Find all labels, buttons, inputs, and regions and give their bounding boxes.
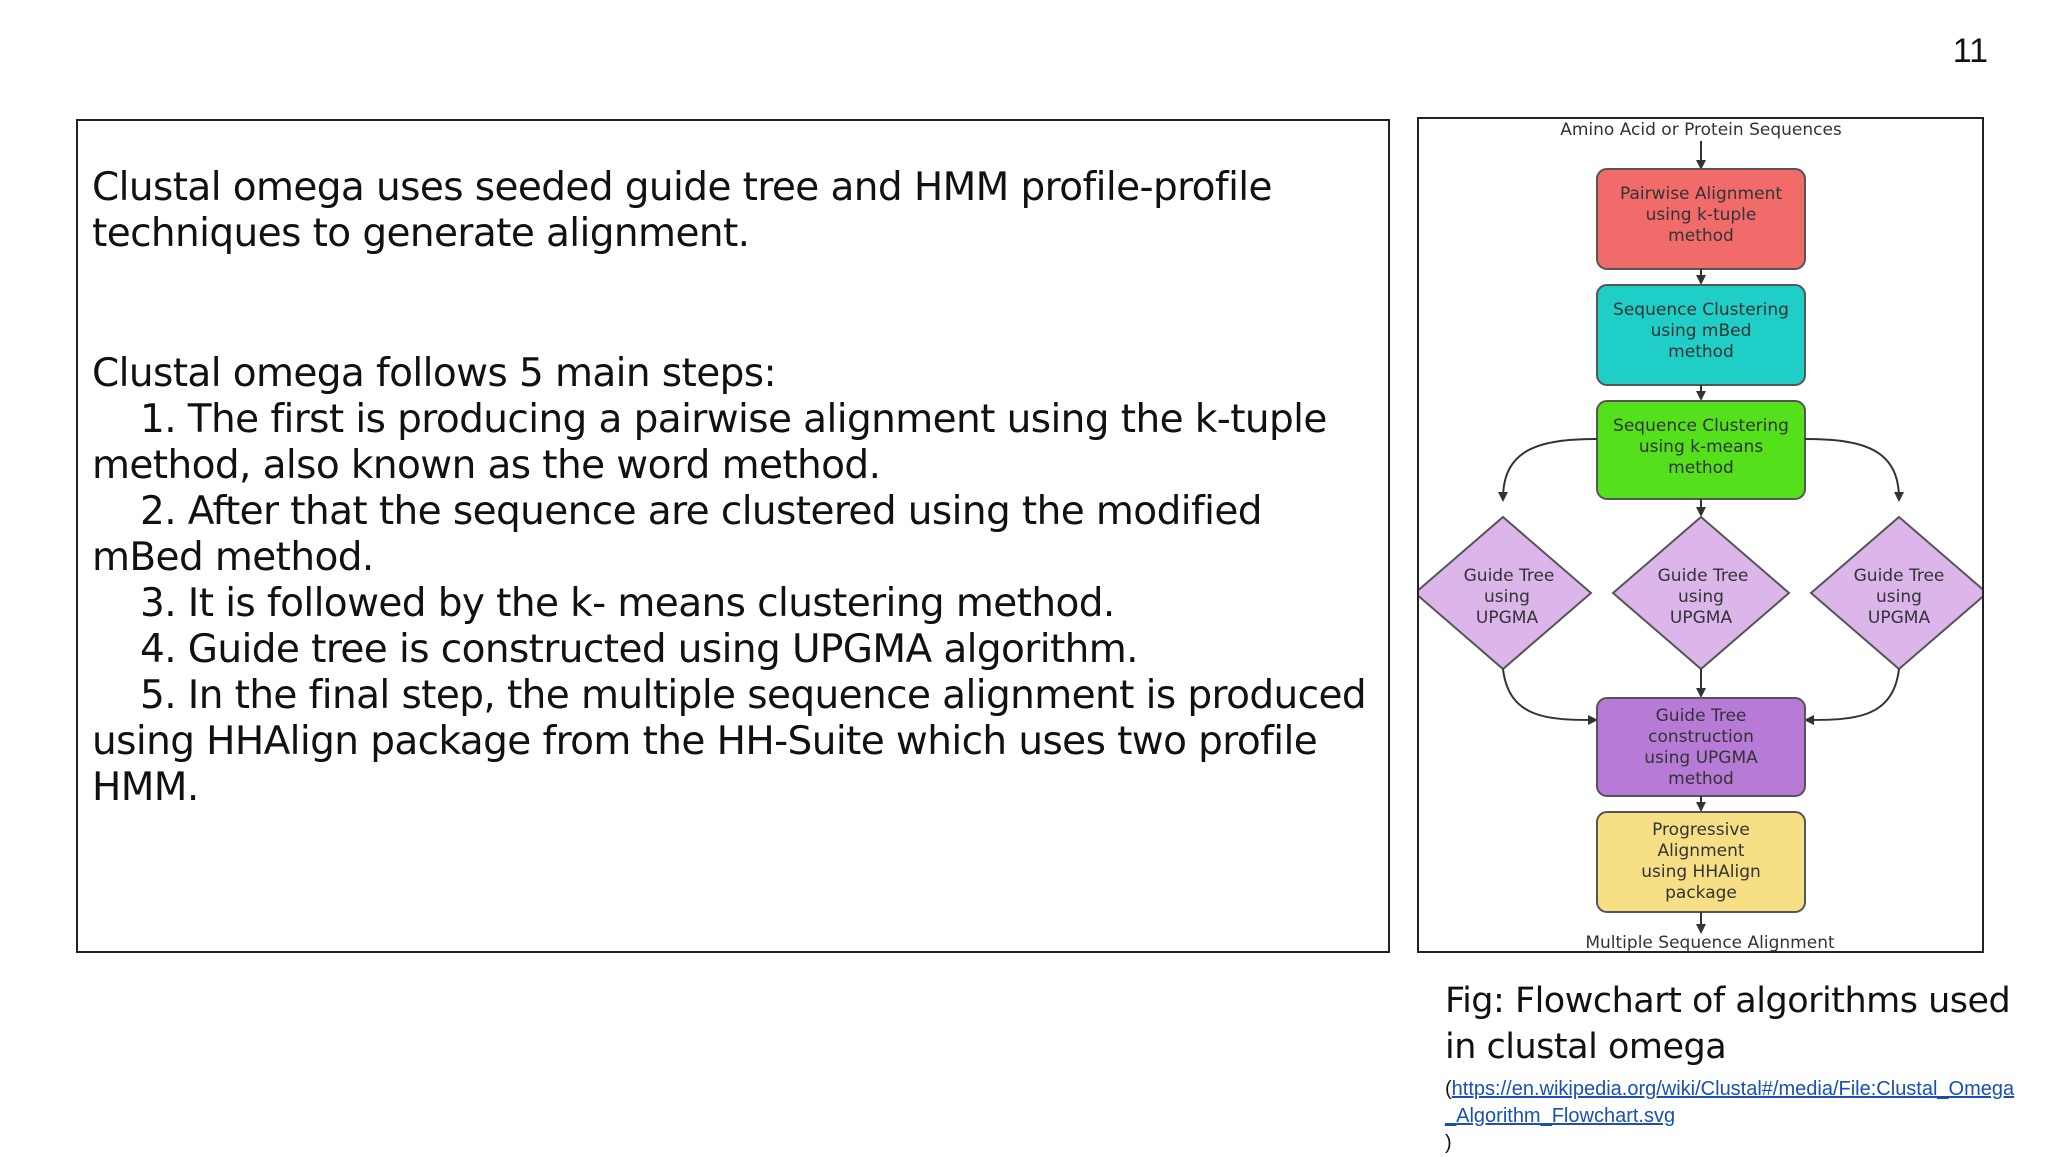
diamond-middle-line-3: UPGMA (1670, 608, 1733, 628)
progressive-line-4: package (1665, 883, 1737, 903)
progressive-line-2: Alignment (1657, 841, 1744, 861)
step-4: 4. Guide tree is constructed using UPGMA… (140, 627, 1139, 672)
diamond-left-line-3: UPGMA (1476, 608, 1539, 628)
input-label: Amino Acid or Protein Sequences (1560, 120, 1842, 140)
mbed-line-3: method (1668, 342, 1734, 362)
output-label: Multiple Sequence Alignment (1585, 933, 1835, 951)
diamond-middle-line-2: using (1678, 587, 1724, 607)
pairwise-line-1: Pairwise Alignment (1620, 184, 1782, 204)
step-1: 1. The first is producing a pairwise ali… (92, 397, 1327, 488)
source-open-paren: ( (1445, 1078, 1452, 1100)
diamond-middle-line-1: Guide Tree (1658, 566, 1749, 586)
kmeans-line-3: method (1668, 458, 1734, 478)
figure-source: (https://en.wikipedia.org/wiki/Clustal#/… (1445, 1076, 2015, 1157)
pairwise-line-3: method (1668, 226, 1734, 246)
progressive-line-1: Progressive (1652, 820, 1750, 840)
diamond-left-line-2: using (1484, 587, 1530, 607)
flowchart-figure: Amino Acid or Protein Sequences Pairwise… (1417, 117, 1984, 953)
diamond-right-line-3: UPGMA (1868, 608, 1931, 628)
arrow-kmeans-left (1498, 438, 1598, 502)
kmeans-line-2: using k-means (1639, 437, 1764, 457)
source-link[interactable]: https://en.wikipedia.org/wiki/Clustal#/m… (1445, 1078, 2015, 1127)
guide-tree-line-4: method (1668, 769, 1734, 789)
mbed-line-2: using mBed (1651, 321, 1752, 341)
guide-tree-line-2: construction (1648, 727, 1754, 747)
progressive-line-3: using HHAlign (1641, 862, 1761, 882)
arrow-right-guide (1804, 668, 1900, 725)
body-text-box: Clustal omega uses seeded guide tree and… (76, 119, 1390, 953)
step-3: 3. It is followed by the k- means cluste… (140, 581, 1115, 626)
diamond-right-line-1: Guide Tree (1854, 566, 1945, 586)
guide-tree-line-1: Guide Tree (1656, 706, 1747, 726)
guide-tree-line-3: using UPGMA (1644, 748, 1758, 768)
diamond-left-line-1: Guide Tree (1464, 566, 1555, 586)
steps-heading: Clustal omega follows 5 main steps: (92, 351, 777, 396)
step-5: 5. In the final step, the multiple seque… (92, 673, 1367, 810)
steps-block: Clustal omega follows 5 main steps: 1. T… (92, 351, 1382, 811)
arrow-left-guide (1502, 668, 1598, 725)
step-2: 2. After that the sequence are clustered… (92, 489, 1262, 580)
source-close-paren: ) (1445, 1132, 1452, 1154)
intro-paragraph: Clustal omega uses seeded guide tree and… (92, 165, 1273, 256)
mbed-line-1: Sequence Clustering (1613, 300, 1789, 320)
figure-caption: Fig: Flowchart of algorithms used in clu… (1445, 981, 2011, 1067)
diamond-right-line-2: using (1876, 587, 1922, 607)
arrow-kmeans-right (1804, 438, 1904, 502)
kmeans-line-1: Sequence Clustering (1613, 416, 1789, 436)
slide-number: 11 (1952, 32, 1988, 70)
flowchart-diagram: Amino Acid or Protein Sequences Pairwise… (1419, 120, 1982, 951)
pairwise-line-2: using k-tuple (1646, 205, 1757, 225)
